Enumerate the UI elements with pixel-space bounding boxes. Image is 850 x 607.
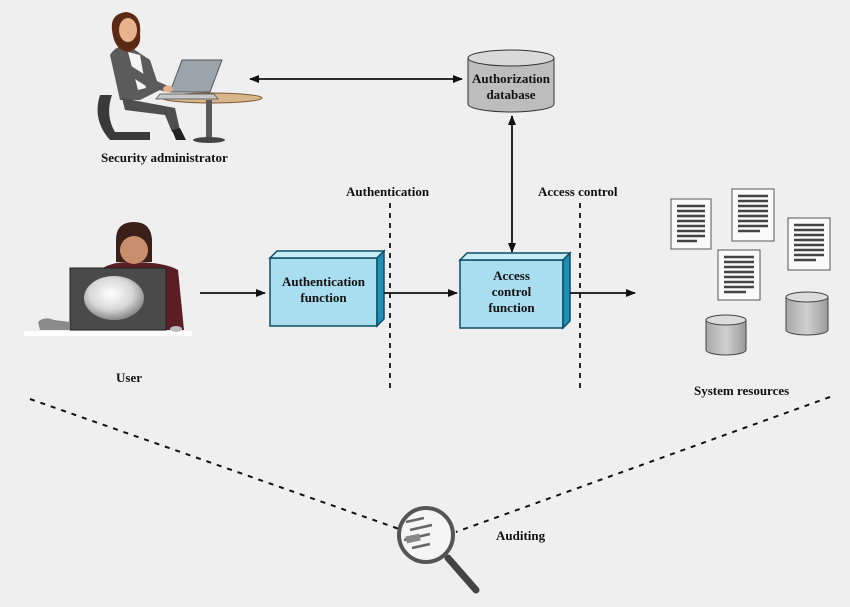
document-icon bbox=[670, 198, 712, 250]
document-icon bbox=[731, 188, 775, 242]
security-admin-figure bbox=[97, 12, 263, 143]
authentication-function-box bbox=[268, 249, 386, 328]
authentication-function-line2: function bbox=[300, 290, 347, 305]
access-control-function-line2: control bbox=[491, 284, 532, 299]
cylinder-icon bbox=[705, 314, 747, 356]
authorization-database-label: Authorization database bbox=[468, 71, 554, 103]
authorization-database-line1: Authorization bbox=[472, 71, 550, 86]
security-admin-label: Security administrator bbox=[101, 150, 228, 165]
audit-line-right bbox=[455, 396, 831, 533]
access-control-function-box bbox=[458, 251, 572, 330]
authentication-function-label: Authentication function bbox=[270, 274, 377, 306]
magnifier-icon bbox=[397, 506, 480, 594]
auditing-label: Auditing bbox=[496, 528, 546, 543]
authentication-function-line1: Authentication bbox=[281, 274, 366, 289]
access-control-label: Access control bbox=[538, 184, 618, 199]
authentication-label: Authentication bbox=[346, 184, 430, 199]
authorization-database-line2: database bbox=[486, 87, 536, 102]
user-label: User bbox=[116, 370, 142, 385]
audit-line-left bbox=[29, 398, 403, 531]
access-control-function-line1: Access bbox=[493, 268, 530, 283]
access-control-function-label: Access control function bbox=[460, 268, 563, 316]
system-resources-label: System resources bbox=[694, 383, 790, 398]
user-figure bbox=[24, 222, 192, 336]
access-control-function-line3: function bbox=[488, 300, 535, 315]
document-icon bbox=[787, 217, 831, 271]
cylinder-icon bbox=[785, 291, 829, 336]
document-icon bbox=[717, 249, 761, 301]
authorization-database bbox=[467, 49, 555, 113]
